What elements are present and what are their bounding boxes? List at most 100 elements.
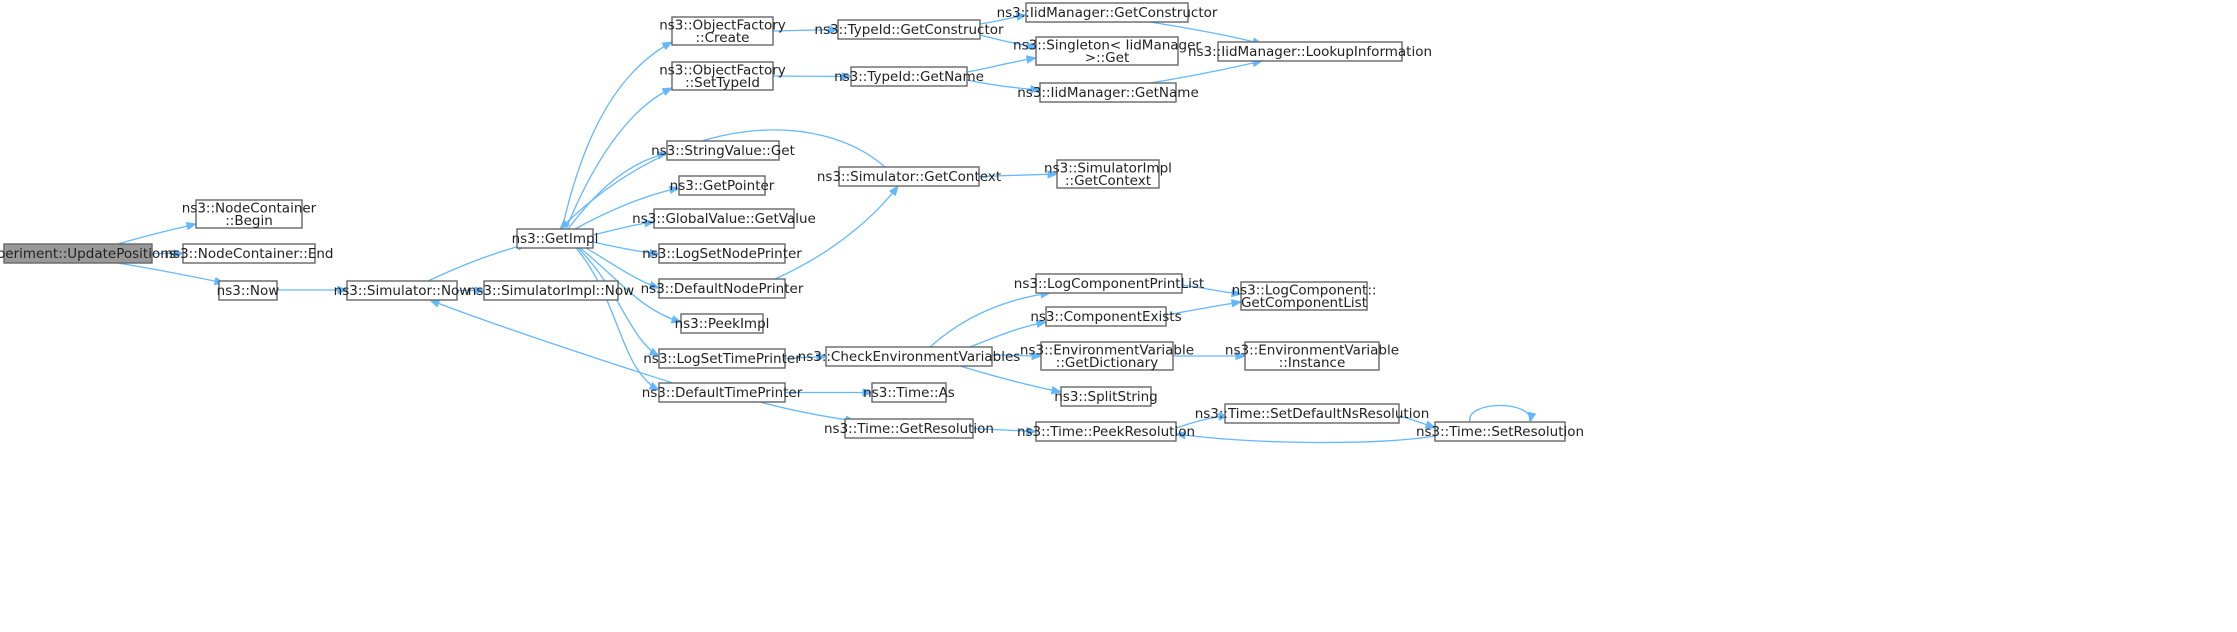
node-label: ::Create — [696, 30, 750, 46]
arrowhead-simGetCtx-to-simImplGetCtx — [1047, 170, 1059, 179]
node-box — [666, 140, 780, 161]
node-label: ns3::NodeContainer — [182, 200, 317, 216]
node-box — [1240, 281, 1368, 311]
node-box — [1039, 82, 1177, 103]
node-label: Experiment::UpdatePositions — [0, 246, 176, 262]
arrowhead-logSetTime-to-checkEnv — [816, 352, 828, 362]
arrowhead-simGetCtx-to-getImpl — [559, 219, 570, 230]
edge-getImpl-to-strGet — [567, 152, 668, 230]
node-box — [825, 346, 993, 367]
node-box — [671, 16, 774, 46]
node-label: ns3::NodeContainer::End — [165, 246, 334, 262]
node-label: ns3::StringValue::Get — [651, 143, 795, 159]
arrowhead-ofCreate-to-tidGetCtor — [828, 25, 840, 34]
node-label: ns3::CheckEnvironmentVariables — [798, 349, 1021, 365]
node-label: ::GetContext — [1065, 173, 1151, 189]
node-box — [658, 243, 786, 264]
node-timeAs[interactable]: ns3::Time::As — [863, 382, 955, 403]
node-label: ns3::PeekImpl — [675, 316, 770, 332]
node-label: ns3::Time::GetResolution — [824, 421, 994, 437]
node-strGet[interactable]: ns3::StringValue::Get — [651, 140, 795, 161]
node-box — [671, 61, 774, 91]
node-label: ns3::ObjectFactory — [659, 62, 786, 78]
node-logSetNode[interactable]: ns3::LogSetNodePrinter — [642, 243, 802, 264]
node-defTime[interactable]: ns3::DefaultTimePrinter — [642, 382, 803, 403]
node-iidGetName[interactable]: ns3::IidManager::GetName — [1017, 82, 1199, 103]
node-defNode[interactable]: ns3::DefaultNodePrinter — [641, 278, 804, 299]
edge-timeSetRes-to-timeSetRes — [1469, 404, 1531, 423]
arrowhead-ofSetTypeId-to-tidGetName — [841, 72, 853, 81]
node-label: ns3::IidManager::LookupInformation — [1188, 44, 1432, 60]
node-label: ::SetTypeId — [685, 75, 760, 91]
node-simGetCtx[interactable]: ns3::Simulator::GetContext — [817, 166, 1001, 187]
node-logCompPrint[interactable]: ns3::LogComponentPrintList — [1014, 273, 1204, 294]
edge-ofCreate-to-tidGetCtor — [772, 28, 839, 32]
node-label: ns3::Time::SetResolution — [1416, 424, 1584, 440]
node-label: ns3::Time::As — [863, 385, 955, 401]
node-label: ns3::GlobalValue::GetValue — [632, 211, 816, 227]
node-getPointer[interactable]: ns3::GetPointer — [670, 175, 775, 196]
node-label: ns3::IidManager::GetConstructor — [997, 5, 1218, 21]
node-logSetTime[interactable]: ns3::LogSetTimePrinter — [643, 348, 801, 369]
node-logCompGetList[interactable]: ns3::LogComponent::GetComponentList — [1232, 281, 1377, 311]
node-box — [1035, 273, 1183, 294]
edges-layer — [117, 12, 1537, 444]
node-timePeekRes[interactable]: ns3::Time::PeekResolution — [1017, 421, 1195, 442]
arrowhead-checkEnv-to-splitString — [1050, 386, 1063, 395]
node-label: ns3::EnvironmentVariable — [1225, 342, 1399, 358]
node-peekImpl[interactable]: ns3::PeekImpl — [675, 313, 770, 334]
node-envInstance[interactable]: ns3::EnvironmentVariable::Instance — [1225, 341, 1399, 371]
node-splitString[interactable]: ns3::SplitString — [1054, 386, 1158, 407]
arrowhead-simNow-to-simImplNow — [474, 286, 486, 295]
node-tidGetCtor[interactable]: ns3::TypeId::GetConstructor — [814, 19, 1004, 40]
node-checkEnv[interactable]: ns3::CheckEnvironmentVariables — [798, 346, 1021, 367]
arrowhead-defTime-to-timeAs — [862, 388, 874, 397]
arrowhead-timeSetRes-to-timePeekRes — [1174, 431, 1186, 440]
node-timeGetRes[interactable]: ns3::Time::GetResolution — [824, 418, 994, 439]
node-simImplGetCtx[interactable]: ns3::SimulatorImpl::GetContext — [1044, 159, 1172, 189]
node-envGetDict[interactable]: ns3::EnvironmentVariable::GetDictionary — [1020, 341, 1194, 371]
arrowhead-exp-to-ncBegin — [185, 222, 198, 231]
arrowhead-checkEnv-to-compExists — [1035, 319, 1048, 328]
node-timeSetRes[interactable]: ns3::Time::SetResolution — [1416, 421, 1584, 442]
node-label: ::Begin — [225, 213, 273, 229]
node-gvGetValue[interactable]: ns3::GlobalValue::GetValue — [632, 208, 816, 229]
node-compExists[interactable]: ns3::ComponentExists — [1030, 306, 1182, 327]
node-box — [1040, 341, 1174, 371]
node-label: ns3::Singleton< IidManager — [1013, 37, 1201, 53]
edge-timeGetRes-to-timePeekRes — [972, 427, 1037, 433]
nodes-layer: Experiment::UpdatePositionsns3::NodeCont… — [0, 2, 1584, 442]
node-box — [850, 66, 968, 87]
node-now[interactable]: ns3::Now — [217, 280, 280, 301]
node-iidGetCtor[interactable]: ns3::IidManager::GetConstructor — [997, 2, 1218, 23]
arrowhead-timeSetRes-to-timeSetRes — [1527, 411, 1537, 424]
edge-defTime-to-simNow — [429, 299, 674, 384]
edge-getImpl-to-defTime — [575, 247, 660, 391]
node-box — [195, 199, 303, 229]
arrowhead-timeGetRes-to-timePeekRes — [1026, 426, 1038, 436]
node-iidLookup[interactable]: ns3::IidManager::LookupInformation — [1188, 41, 1432, 62]
node-simNow[interactable]: ns3::Simulator::Now — [334, 280, 471, 301]
edge-timeSetRes-to-timePeekRes — [1175, 433, 1436, 444]
node-timeSetDefNs[interactable]: ns3::Time::SetDefaultNsResolution — [1195, 403, 1430, 424]
arrowhead-defNode-to-simGetCtx — [888, 184, 899, 197]
node-exp[interactable]: Experiment::UpdatePositions — [0, 243, 176, 264]
node-ofSetTypeId[interactable]: ns3::ObjectFactory::SetTypeId — [659, 61, 786, 91]
node-label: ns3::TypeId::GetName — [834, 69, 984, 85]
arrowhead-compExists-to-logCompGetList — [1230, 299, 1243, 308]
node-simImplNow[interactable]: ns3::SimulatorImpl::Now — [468, 280, 634, 301]
node-ncBegin[interactable]: ns3::NodeContainer::Begin — [182, 199, 317, 229]
arrowhead-tidGetCtor-to-singleton — [1025, 41, 1038, 50]
node-box — [3, 243, 153, 264]
node-tidGetName[interactable]: ns3::TypeId::GetName — [834, 66, 984, 87]
node-label: ns3::DefaultNodePrinter — [641, 281, 804, 297]
node-ncEnd[interactable]: ns3::NodeContainer::End — [165, 243, 334, 264]
node-box — [1025, 2, 1189, 23]
node-ofCreate[interactable]: ns3::ObjectFactory::Create — [659, 16, 786, 46]
node-label: >::Get — [1085, 50, 1129, 66]
arrowhead-getImpl-to-peekImpl — [670, 315, 683, 324]
arrowhead-getImpl-to-logSetTime — [648, 347, 661, 357]
node-getImpl[interactable]: ns3::GetImpl — [512, 228, 599, 249]
node-singleton[interactable]: ns3::Singleton< IidManager >::Get — [1013, 36, 1201, 66]
node-label: ns3::SimulatorImpl — [1044, 160, 1172, 176]
